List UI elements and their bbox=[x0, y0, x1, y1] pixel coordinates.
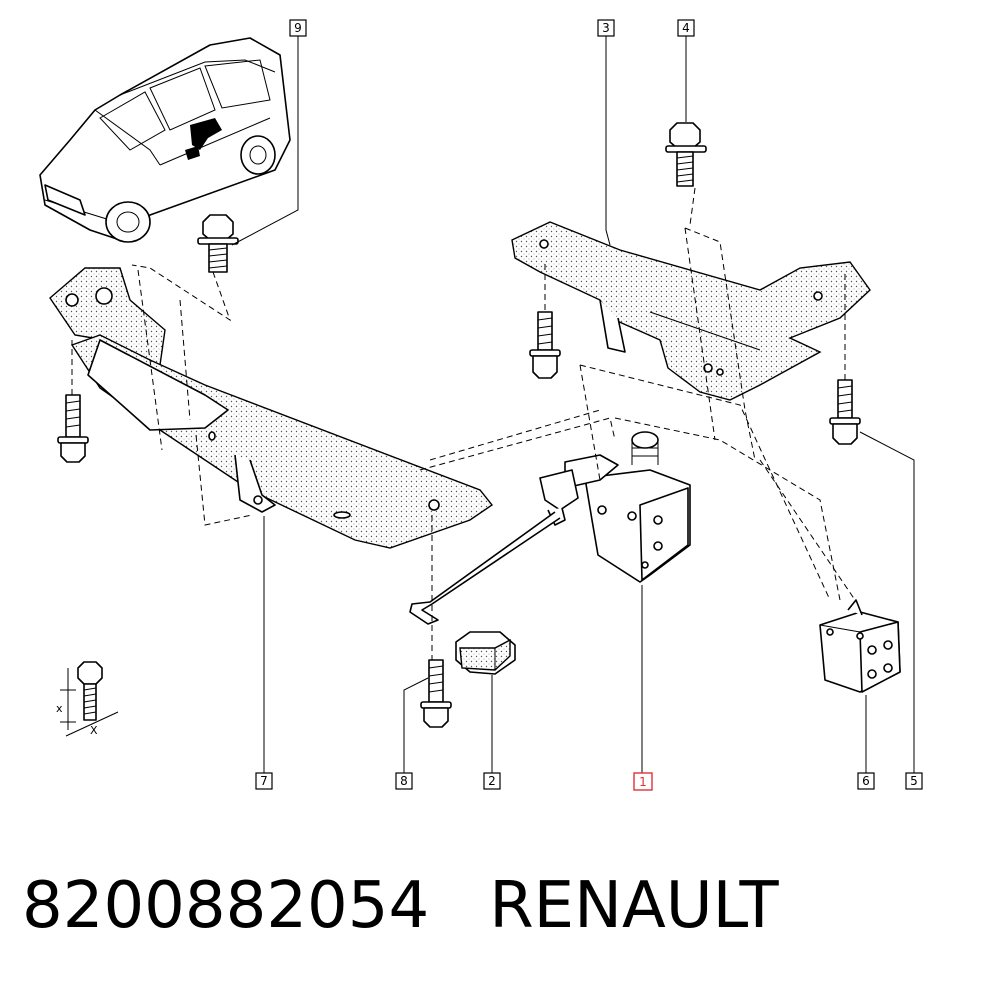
parts-diagram: x X 9 3 4 7 8 2 1 6 5 bbox=[39, 19, 923, 791]
brand-name: RENAULT bbox=[489, 869, 779, 943]
part-number: 8200882054 bbox=[22, 869, 430, 943]
assembly-dashed-lines bbox=[71, 187, 856, 660]
svg-text:5: 5 bbox=[910, 774, 918, 788]
callout-2[interactable]: 2 bbox=[483, 772, 501, 790]
callout-4[interactable]: 4 bbox=[677, 19, 695, 37]
pedal-bracket-7 bbox=[49, 267, 494, 549]
bolt-5 bbox=[829, 379, 861, 445]
callout-3[interactable]: 3 bbox=[597, 19, 615, 37]
vehicle-illustration bbox=[39, 37, 291, 243]
bolt-7-left bbox=[57, 394, 89, 463]
callout-8[interactable]: 8 bbox=[395, 772, 413, 790]
callout-9[interactable]: 9 bbox=[289, 19, 307, 37]
bolt-4 bbox=[665, 122, 707, 187]
callout-1[interactable]: 1 bbox=[633, 772, 653, 791]
dimension-legend: x X bbox=[56, 661, 119, 737]
svg-text:9: 9 bbox=[294, 21, 302, 35]
bolt-9 bbox=[197, 214, 239, 273]
part-caption: 8200882054 RENAULT bbox=[22, 856, 922, 956]
block-6 bbox=[819, 599, 901, 693]
svg-text:6: 6 bbox=[862, 774, 870, 788]
legend-x-vertical: x bbox=[56, 702, 63, 715]
bolt-8 bbox=[420, 659, 452, 728]
svg-text:4: 4 bbox=[682, 21, 690, 35]
callout-7[interactable]: 7 bbox=[255, 772, 273, 790]
svg-text:2: 2 bbox=[488, 774, 496, 788]
svg-text:3: 3 bbox=[602, 21, 610, 35]
svg-text:8: 8 bbox=[400, 774, 408, 788]
bolt-3-left bbox=[529, 311, 561, 379]
callout-6[interactable]: 6 bbox=[857, 772, 875, 790]
svg-text:1: 1 bbox=[639, 775, 647, 789]
switch-assembly-1 bbox=[409, 431, 691, 625]
leader-lines bbox=[231, 36, 915, 773]
legend-x-horizontal: X bbox=[90, 724, 98, 737]
svg-text:7: 7 bbox=[260, 774, 268, 788]
callout-5[interactable]: 5 bbox=[905, 772, 923, 790]
bracket-3 bbox=[511, 221, 871, 401]
clip-2 bbox=[455, 631, 516, 675]
